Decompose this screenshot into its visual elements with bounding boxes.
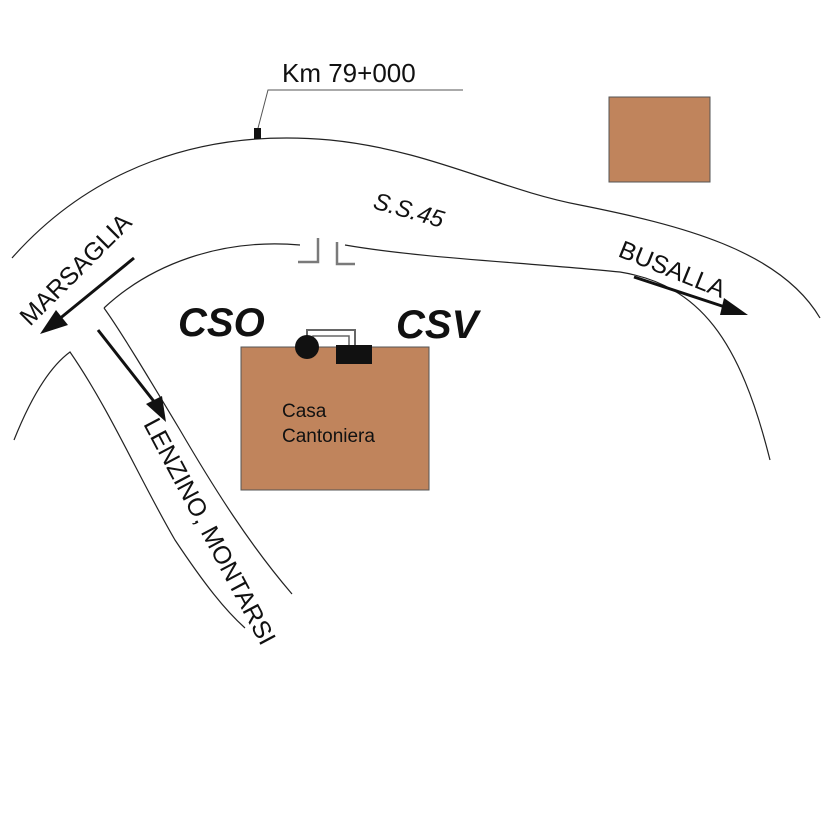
cso-label: CSO xyxy=(178,301,265,345)
arrow-marsaglia-shaft xyxy=(57,256,135,322)
arrow-busalla-head xyxy=(720,298,748,315)
arrow-marsaglia-head xyxy=(40,310,68,334)
arrow-lenzino-shaft xyxy=(96,329,158,405)
building-label-line1: Casa xyxy=(282,401,327,422)
km-marker-label: Km 79+000 xyxy=(282,58,416,88)
culvert-right xyxy=(335,242,355,266)
km-marker-post xyxy=(254,128,261,139)
cso-station-icon xyxy=(295,335,319,359)
side-road-edge-east xyxy=(103,307,293,595)
arrow-busalla-shaft xyxy=(633,275,729,310)
arrow-lenzino-head xyxy=(146,396,166,422)
road-edge-south-east xyxy=(344,244,771,461)
culvert-left xyxy=(298,238,320,264)
km-leader-line xyxy=(256,89,463,133)
road-edge-north xyxy=(11,137,821,319)
csv-label: CSV xyxy=(396,303,482,347)
road-name-label: S.S.45 xyxy=(370,188,447,234)
road-edge-south-west xyxy=(103,243,301,309)
direction-label-busalla: BUSALLA xyxy=(615,236,730,304)
building-northeast xyxy=(608,96,711,183)
csv-station-icon xyxy=(336,345,372,364)
side-road-edge-west xyxy=(13,351,246,629)
casa-cantoniera-building xyxy=(240,346,430,491)
building-label-line2: Cantoniera xyxy=(282,426,375,447)
